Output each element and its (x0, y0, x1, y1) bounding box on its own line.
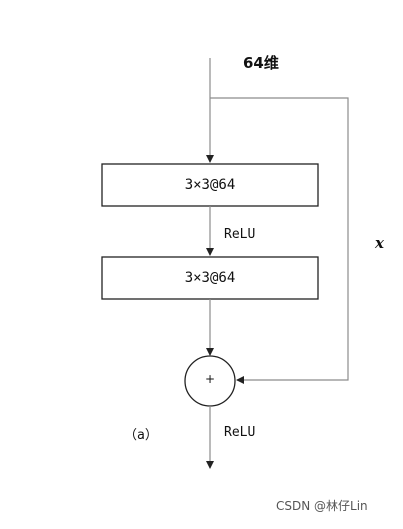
watermark-text: CSDN @林仔Lin (276, 499, 368, 513)
activation-2-label: ReLU (224, 425, 256, 440)
conv-block-2-label: 3×3@64 (184, 270, 236, 286)
conv-block-1 (101, 163, 319, 207)
input-dimension-label: 64维 (243, 54, 279, 72)
conv-block-1-label: 3×3@64 (184, 177, 236, 193)
skip-connection (210, 97, 349, 384)
activation-1-label: ReLU (224, 227, 256, 242)
skip-connection-label: x (375, 234, 384, 252)
subfigure-label: （a） (124, 428, 158, 443)
sum-symbol: + (204, 372, 216, 386)
conv-block-2 (101, 256, 319, 300)
